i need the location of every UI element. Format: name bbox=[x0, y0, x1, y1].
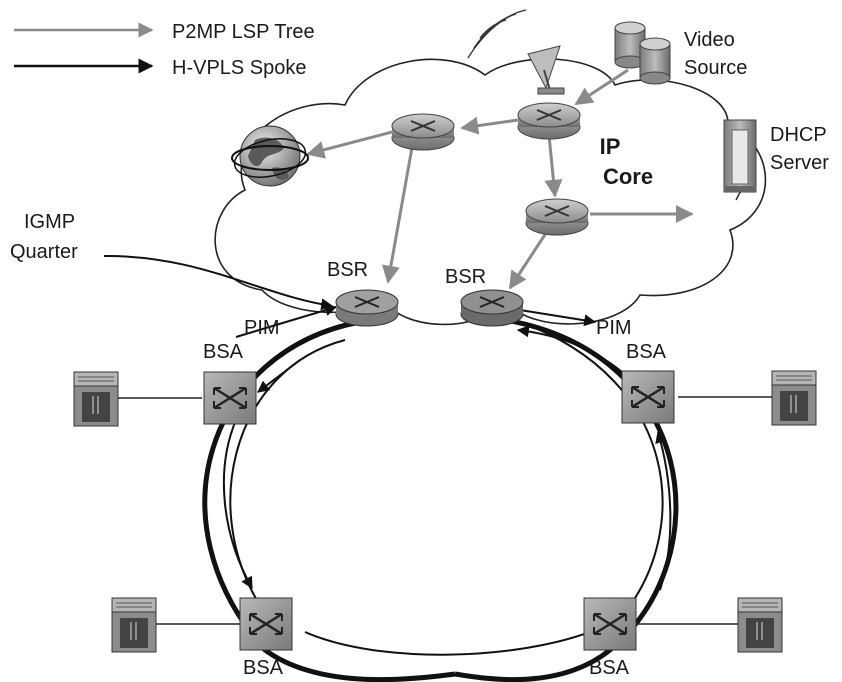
router-core-top bbox=[517, 102, 581, 140]
pim-left-label: PIM bbox=[244, 317, 280, 339]
dhcp-label-line2: Server bbox=[770, 152, 829, 174]
ring-arrow-bsa-right-up bbox=[655, 430, 672, 591]
server-tower-icon-left-top bbox=[73, 371, 119, 427]
video-source-icon bbox=[614, 21, 671, 85]
p2mp-video-to-core bbox=[574, 68, 629, 106]
bsa-switch-top-right bbox=[621, 370, 675, 424]
server-tower-icon-right-top bbox=[771, 370, 817, 426]
bsa-switch-bottom-right bbox=[583, 597, 637, 651]
ring-arrow-to-bsr-right bbox=[516, 325, 623, 373]
metro-ring bbox=[103, 254, 679, 682]
bsa-top-right-label: BSA bbox=[626, 341, 667, 363]
p2mp-core-to-lowerrouter bbox=[544, 134, 563, 198]
p2mp-lowerrouter-to-bsr bbox=[508, 229, 550, 290]
router-bsr-left bbox=[335, 289, 399, 327]
legend-p2mp-label: P2MP LSP Tree bbox=[172, 21, 315, 43]
router-left bbox=[391, 113, 455, 151]
p2mp-leftrouter-to-globe bbox=[306, 130, 393, 159]
server-tower-icon-left-bottom bbox=[111, 597, 157, 653]
satellite-dish-icon bbox=[527, 45, 565, 95]
server-tower-icon-right-bottom bbox=[737, 597, 783, 653]
ring-outer-left bbox=[202, 319, 456, 682]
p2mp-tree bbox=[306, 68, 694, 290]
wireless-signal-icon bbox=[467, 9, 527, 59]
legend-hvpls-label: H-VPLS Spoke bbox=[172, 57, 307, 79]
ring-arrow-bsr-to-bsa-left bbox=[257, 359, 301, 393]
access-links bbox=[118, 169, 772, 625]
video-source-label-line1: Video bbox=[684, 29, 735, 51]
internet-globe-icon bbox=[231, 125, 309, 187]
ip-core-cloud bbox=[214, 58, 767, 326]
ring-arrow-bsa-left-down bbox=[222, 419, 253, 590]
bsa-bottom-left-label: BSA bbox=[243, 657, 284, 679]
bsa-bottom-right-label: BSA bbox=[589, 657, 630, 679]
legend: P2MP LSP Tree H-VPLS Spoke bbox=[14, 21, 315, 79]
bsa-top-left-label: BSA bbox=[203, 341, 244, 363]
bsr-right-label: BSR bbox=[445, 266, 486, 288]
ip-core-label-line2: Core bbox=[603, 164, 653, 189]
pim-right-label: PIM bbox=[596, 317, 632, 339]
bsa-switch-top-left bbox=[203, 371, 257, 425]
igmp-label-line2: Quarter bbox=[10, 241, 78, 263]
ring-outer-right bbox=[454, 315, 679, 682]
dhcp-server-icon bbox=[723, 119, 757, 193]
video-source-label-line2: Source bbox=[684, 57, 747, 79]
igmp-label-line1: IGMP bbox=[24, 211, 75, 233]
pim-arrow-left bbox=[235, 304, 338, 338]
bsa-switch-bottom-left bbox=[239, 597, 293, 651]
dhcp-label-line1: DHCP bbox=[770, 124, 827, 146]
p2mp-leftrouter-to-bsr bbox=[381, 141, 415, 284]
router-lower bbox=[525, 198, 589, 236]
pim-arrow-right bbox=[519, 309, 597, 327]
ip-core-label-line1: IP bbox=[600, 134, 621, 159]
router-bsr-right bbox=[460, 289, 524, 327]
igmp-arrow bbox=[103, 254, 334, 311]
p2mp-core-to-leftrouter bbox=[460, 116, 519, 135]
bsr-left-label: BSR bbox=[327, 259, 368, 281]
